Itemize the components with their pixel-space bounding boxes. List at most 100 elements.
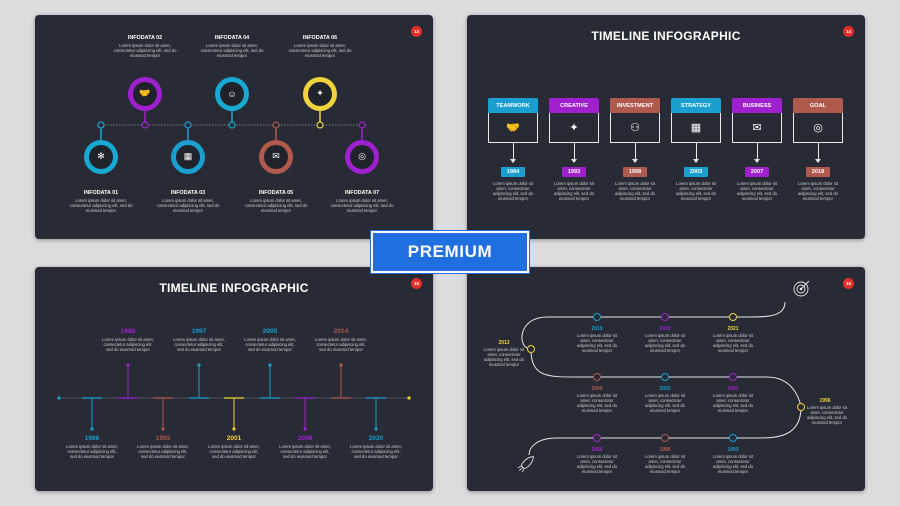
- connector-arrow: [757, 143, 758, 161]
- node-label: INFODATA 05: [258, 190, 294, 196]
- timeline-dot: [272, 121, 280, 129]
- node-description: Lorem ipsum dolor sit amet, consectetur …: [156, 198, 220, 213]
- milestone-description: Lorem ipsum dolor sit amet, consectetur …: [712, 454, 754, 474]
- year-label: 2015: [591, 326, 603, 332]
- node-description: Lorem ipsum dolor sit amet, consectetur …: [113, 43, 177, 58]
- mail-icon: ✉: [264, 145, 288, 169]
- year-label: 2002: [659, 386, 671, 392]
- node-description: Lorem ipsum dolor sit amet, consectetur …: [200, 43, 264, 58]
- milestone-description: Lorem ipsum dolor sit amet, consectetur …: [576, 333, 618, 353]
- year-label: 2009: [591, 386, 603, 392]
- timeline-node: [729, 373, 737, 381]
- milestone-description: Lorem ipsum dolor sit amet, consectetur …: [576, 393, 618, 413]
- node-label: INFODATA 06: [302, 35, 338, 41]
- milestone-description: Lorem ipsum dolor sit amet, consectetur …: [244, 337, 296, 352]
- node-label: INFODATA 04: [214, 35, 250, 41]
- lightbulb-icon: ✦: [308, 82, 332, 106]
- timeline-dot: [228, 121, 236, 129]
- year-label: 2020: [368, 435, 384, 442]
- connector-arrow: [574, 143, 575, 161]
- arrow-head-icon: [815, 159, 821, 163]
- timeline-dot: [97, 121, 105, 129]
- year-label: 1993: [155, 435, 171, 442]
- timeline-node: [661, 313, 669, 321]
- milestone-description: Lorem ipsum dolor sit amet, consectetur …: [644, 393, 686, 413]
- year-label: 1997: [191, 328, 207, 335]
- milestone-description: Lorem ipsum dolor sit amet, consectetur …: [483, 347, 525, 367]
- connector-arrow: [635, 143, 636, 161]
- node-label: INFODATA 07: [344, 190, 380, 196]
- item-description: Lorem ipsum dolor sit amet, consectetur …: [614, 181, 656, 201]
- target-icon: [793, 280, 810, 297]
- year-label: 2008: [297, 435, 313, 442]
- timeline-node: [661, 373, 669, 381]
- category-header: INVESTMENT: [610, 98, 660, 113]
- node-label: INFODATA 03: [170, 190, 206, 196]
- timeline-dot: [184, 121, 192, 129]
- year-label: 2014: [333, 328, 349, 335]
- year-tag: 2003: [684, 167, 708, 177]
- arrow-head-icon: [571, 159, 577, 163]
- arrow-head-icon: [632, 159, 638, 163]
- item-description: Lorem ipsum dolor sit amet, consectetur …: [797, 181, 839, 201]
- year-label: 2001: [226, 435, 242, 442]
- milestone-description: Lorem ipsum dolor sit amet, consectetur …: [173, 337, 225, 352]
- milestone-description: Lorem ipsum dolor sit amet, consectetur …: [576, 454, 618, 474]
- timeline-node: [593, 434, 601, 442]
- category-header: GOAL: [793, 98, 843, 113]
- milestone-description: Lorem ipsum dolor sit amet, consectetur …: [712, 393, 754, 413]
- year-label: 1988: [120, 328, 136, 335]
- milestone-description: Lorem ipsum dolor sit amet, consectetur …: [806, 405, 848, 425]
- timeline-dot: [141, 121, 149, 129]
- milestone-description: Lorem ipsum dolor sit amet, consectetur …: [208, 444, 260, 459]
- timeline-node: [661, 434, 669, 442]
- node-description: Lorem ipsum dolor sit amet, consectetur …: [330, 198, 394, 213]
- node-label: INFODATA 02: [127, 35, 163, 41]
- node-label: INFODATA 01: [83, 190, 119, 196]
- year-label: 1993: [727, 447, 739, 453]
- milestone-description: Lorem ipsum dolor sit amet, consectetur …: [279, 444, 331, 459]
- item-description: Lorem ipsum dolor sit amet, consectetur …: [675, 181, 717, 201]
- milestone-description: Lorem ipsum dolor sit amet, consectetur …: [137, 444, 189, 459]
- year-tag: 2018: [806, 167, 830, 177]
- year-tag: 2007: [745, 167, 769, 177]
- target-icon: ◎: [793, 113, 843, 143]
- item-description: Lorem ipsum dolor sit amet, consectetur …: [492, 181, 534, 201]
- connector-arrow: [696, 143, 697, 161]
- rocket-icon: [517, 456, 534, 473]
- lightbulb-icon: ✦: [549, 113, 599, 143]
- bottom-node-badge: ✉: [259, 140, 293, 174]
- dotted-timeline: [97, 109, 367, 141]
- milestone-description: Lorem ipsum dolor sit amet, consectetur …: [350, 444, 402, 459]
- year-label: 1988: [659, 447, 671, 453]
- zigzag-timeline: [57, 363, 411, 431]
- year-label: 1986: [84, 435, 100, 442]
- timeline-node: [527, 345, 535, 353]
- timeline-dot: [316, 121, 324, 129]
- node-description: Lorem ipsum dolor sit amet, consectetur …: [288, 43, 352, 58]
- slide-number-badge: 15: [411, 278, 422, 289]
- chart-icon: ▦: [671, 113, 721, 143]
- year-label: 2021: [727, 326, 739, 332]
- slide-number-badge: 13: [411, 26, 422, 37]
- milestone-description: Lorem ipsum dolor sit amet, consectetur …: [66, 444, 118, 459]
- chart-icon: ▦: [176, 145, 200, 169]
- top-node-badge: 🤝: [128, 77, 162, 111]
- item-description: Lorem ipsum dolor sit amet, consectetur …: [553, 181, 595, 201]
- year-label: 1996: [819, 398, 831, 404]
- year-label: 2019: [659, 326, 671, 332]
- node-description: Lorem ipsum dolor sit amet, consectetur …: [244, 198, 308, 213]
- item-description: Lorem ipsum dolor sit amet, consectetur …: [736, 181, 778, 201]
- top-node-badge: ☺: [215, 77, 249, 111]
- slide-number-badge: 14: [843, 26, 854, 37]
- connector-arrow: [818, 143, 819, 161]
- year-tag: 1984: [501, 167, 525, 177]
- slide-number-badge: 16: [843, 278, 854, 289]
- connector-arrow: [513, 143, 514, 161]
- year-label: 2013: [498, 340, 510, 346]
- timeline-node: [797, 403, 805, 411]
